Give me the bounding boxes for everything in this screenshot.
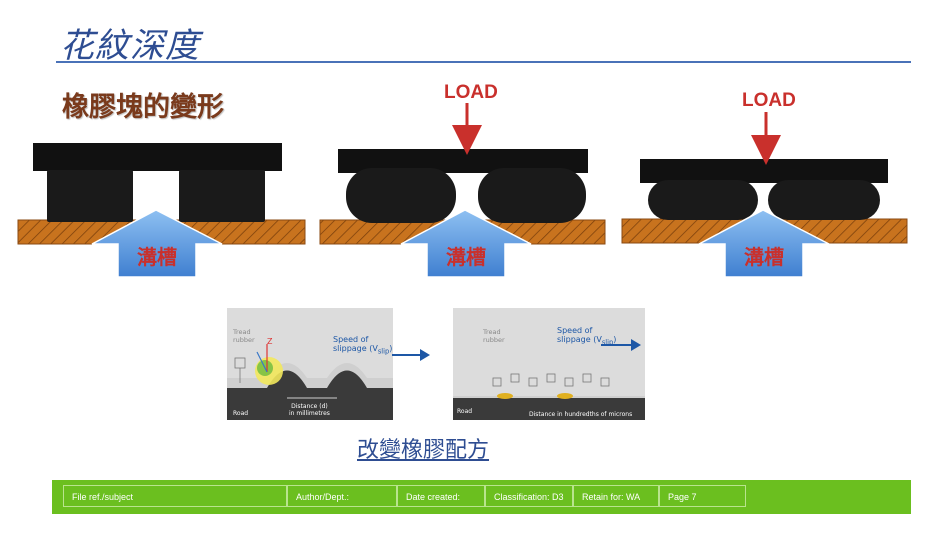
groove-label-2: 溝槽 bbox=[446, 245, 486, 269]
deformation-diagram bbox=[17, 103, 908, 278]
macro-speed-label: Speed of slippage (Vslip) bbox=[333, 335, 392, 357]
micro-distance-label: Distance in hundredths of microns bbox=[529, 411, 633, 418]
macro-distance-label: Distance (d) in millimetres bbox=[289, 403, 330, 417]
groove-label-1: 溝槽 bbox=[137, 245, 177, 269]
macro-slip-arrow bbox=[392, 349, 430, 361]
macro-road-label: Road bbox=[233, 410, 249, 417]
macro-speed-close: ) bbox=[389, 344, 393, 353]
micro-speed-label: Speed of slippage (Vslip) bbox=[557, 326, 616, 348]
footer-author: Author/Dept.: bbox=[287, 485, 397, 507]
footer-retain: Retain for: WA bbox=[573, 485, 659, 507]
micro-speed-sub: slip bbox=[601, 338, 614, 347]
groove-label-3: 溝槽 bbox=[744, 245, 784, 269]
scene-unloaded bbox=[17, 143, 306, 278]
macro-tread-label: Tread rubber bbox=[233, 328, 255, 344]
footer-page: Page 7 bbox=[659, 485, 746, 507]
macro-speed-sub: slip bbox=[377, 347, 390, 356]
micro-speed-close: ) bbox=[613, 335, 617, 344]
slide-title: 花紋深度 bbox=[60, 26, 200, 66]
scene-heavy-load bbox=[621, 112, 908, 278]
micro-road-label: Road bbox=[457, 408, 473, 415]
scene-loaded bbox=[319, 103, 606, 278]
friction-panel-macro: Tread rubber Z Speed of slippage (Vslip)… bbox=[227, 308, 393, 420]
friction-panel-micro: Tread rubber Speed of slippage (Vslip) R… bbox=[453, 308, 645, 420]
micro-slip-arrow bbox=[601, 339, 641, 351]
footer-classification: Classification: D3 bbox=[485, 485, 573, 507]
macro-speed-text: Speed of slippage (V bbox=[333, 335, 378, 353]
micro-speed-text: Speed of slippage (V bbox=[557, 326, 602, 344]
macro-road-illustration bbox=[227, 308, 393, 420]
footer-file-ref: File ref./subject bbox=[63, 485, 287, 507]
footer-bar: File ref./subject Author/Dept.: Date cre… bbox=[52, 480, 911, 514]
micro-road-illustration bbox=[453, 308, 645, 420]
footer-date-created: Date created: bbox=[397, 485, 485, 507]
micro-tread-label: Tread rubber bbox=[483, 328, 505, 344]
load-label-1: LOAD bbox=[444, 82, 498, 103]
z-axis-label: Z bbox=[267, 337, 273, 346]
rubber-formula-link[interactable]: 改變橡膠配方 bbox=[357, 438, 490, 463]
title-divider bbox=[56, 61, 911, 63]
load-label-2: LOAD bbox=[742, 90, 796, 111]
slide-subtitle: 橡膠塊的變形 bbox=[62, 92, 224, 123]
